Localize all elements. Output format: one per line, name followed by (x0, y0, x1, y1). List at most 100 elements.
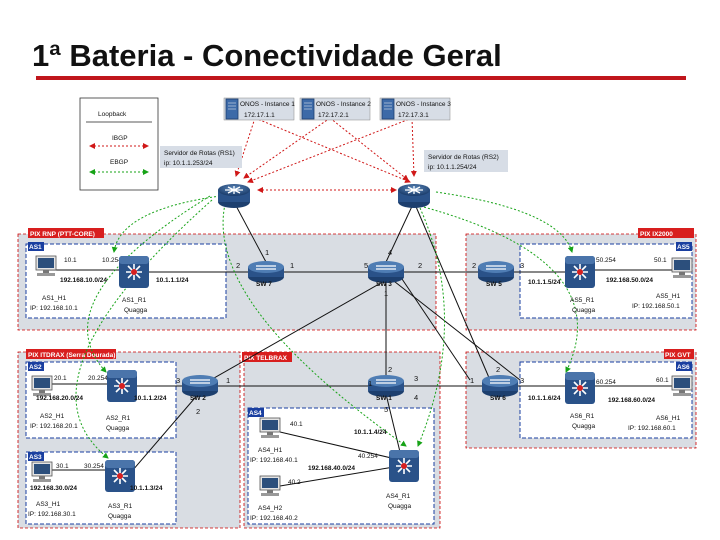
sw3-icon[interactable] (367, 260, 405, 284)
onos-3-server-icon (381, 98, 395, 120)
as3-network: 30.1 30.254 192.168.30.0/24 10.1.1.3/24 … (28, 459, 163, 520)
sw5-icon[interactable] (477, 260, 515, 284)
as2-h1-pc-icon[interactable] (31, 375, 53, 397)
as4-tag: AS4 (249, 410, 262, 417)
onos-1-name: ONOS - Instance 1 (240, 101, 295, 108)
as4-h2-pc-icon[interactable] (259, 475, 281, 497)
as4-h1-pc-icon[interactable] (259, 417, 281, 439)
as4-host1: AS4_H1 (258, 447, 283, 454)
ebgp-sessions (75, 191, 578, 459)
as5-host: AS5_H1 (656, 293, 681, 300)
sw3-label: SW 3 (376, 281, 392, 288)
as3-router: AS3_R1 (108, 503, 133, 510)
as5-gw: 50.254 (596, 257, 616, 264)
as3-gw: 30.254 (84, 463, 104, 470)
onos-2-ip: 172.17.2.1 (318, 112, 349, 119)
as3-net: 192.168.30.0/24 (30, 485, 77, 492)
port-label: 1 (290, 261, 294, 270)
as5-router: AS5_R1 (570, 297, 595, 304)
ixp-label-mid-right: PIX GVT (665, 352, 691, 359)
onos-1-box[interactable] (223, 97, 295, 121)
port-label: 5 (384, 405, 388, 414)
port-label: 4 (388, 248, 392, 257)
as6-router: AS6_R1 (570, 413, 595, 420)
onos-3-name: ONOS - Instance 3 (396, 101, 451, 108)
as4-router-icon[interactable] (388, 449, 420, 483)
as5-network: 10.1.1.5/24 50.254 50.1 192.168.50.0/24 … (528, 255, 693, 314)
sw6-label: SW 6 (490, 395, 506, 402)
as3-tag: AS3 (29, 454, 42, 461)
as5-h1-pc-icon[interactable] (671, 257, 693, 279)
as4-host2-ip: IP: 192.168.40.2 (250, 515, 298, 522)
switches: SW 7 SW 3 SW 5 SW 2 SW 1 SW 6 (181, 260, 519, 402)
as3-host-ip: IP: 192.168.30.1 (28, 511, 76, 518)
as5-soft: Quagga (572, 307, 596, 314)
as5-host-ip: IP: 192.168.50.1 (632, 303, 680, 310)
port-label: 1 (226, 376, 230, 385)
port-label: 2 (196, 407, 200, 416)
as1-host: AS1_H1 (42, 295, 67, 302)
as6-soft: Quagga (572, 423, 596, 430)
sw7-icon[interactable] (247, 260, 285, 284)
as4-net: 192.168.40.0/24 (308, 465, 355, 472)
as1-gw: 10.254 (102, 257, 122, 264)
sw7-label: SW 7 (256, 281, 272, 288)
port-label: 1 (368, 379, 372, 388)
as1-host-ip: IP: 192.168.10.1 (30, 305, 78, 312)
as1-router-icon[interactable] (118, 255, 150, 289)
as1-h1-pc-icon[interactable] (35, 255, 57, 277)
sw2-label: SW 2 (190, 395, 206, 402)
as3-h1-pc-icon[interactable] (31, 461, 53, 483)
port-label: 2 (388, 365, 392, 374)
port-label: 5 (364, 261, 368, 270)
legend: Loopback IBGP EBGP (79, 97, 159, 191)
as2-h1-ip: 20.1 (54, 375, 67, 382)
as6-host: AS6_H1 (656, 415, 681, 422)
as1-tag: AS1 (29, 244, 42, 251)
ibgp-sessions (234, 117, 417, 193)
ixp-label-top-right: PIX IX2000 (640, 231, 673, 238)
ixp-labels: PIX RNP (PTT-CORE) PIX IX2000 PIX ITDRAX… (26, 228, 694, 362)
as3-h1-ip: 30.1 (56, 463, 69, 470)
as2-box (25, 361, 177, 439)
as6-router-icon[interactable] (564, 371, 596, 405)
onos-1-ip: 172.17.1.1 (244, 112, 275, 119)
port-label: 3 (520, 376, 524, 385)
onos-instances: ONOS - Instance 1 172.17.1.1 ONOS - Inst… (223, 97, 451, 121)
as1-net: 192.168.10.0/24 (60, 277, 107, 284)
sw6-icon[interactable] (481, 374, 519, 398)
as6-h1-pc-icon[interactable] (671, 375, 693, 397)
port-label: 2 (418, 261, 422, 270)
sw2-icon[interactable] (181, 374, 219, 398)
as5-h1-ip: 50.1 (654, 257, 667, 264)
as5-router-icon[interactable] (564, 255, 596, 289)
as2-link: 10.1.1.2/24 (134, 395, 167, 402)
as2-router-icon[interactable] (106, 369, 138, 403)
onos-2-name: ONOS - Instance 2 (316, 101, 371, 108)
as2-tag: AS2 (29, 364, 42, 371)
onos-3-box[interactable] (379, 97, 451, 121)
as1-router: AS1_R1 (122, 297, 147, 304)
as2-soft: Quagga (106, 425, 130, 432)
sw1-icon[interactable] (367, 374, 405, 398)
onos-2-box[interactable] (299, 97, 371, 121)
as5-box (519, 243, 693, 319)
port-label: 2 (472, 261, 476, 270)
as4-h2-ip: 40.2 (288, 479, 301, 486)
port-label: 4 (414, 393, 418, 402)
as6-host-ip: IP: 192.168.60.1 (628, 425, 676, 432)
as4-h1-ip: 40.1 (290, 421, 303, 428)
as2-net: 192.168.20.0/24 (36, 395, 83, 402)
rs2-router-icon[interactable] (397, 183, 431, 209)
as1-link: 10.1.1.1/24 (156, 277, 189, 284)
as3-soft: Quagga (108, 513, 132, 520)
as1-soft: Quagga (124, 307, 148, 314)
port-label: 2 (236, 261, 240, 270)
as3-host: AS3_H1 (36, 501, 61, 508)
onos-3-ip: 172.17.3.1 (398, 112, 429, 119)
rs1-router-icon[interactable] (217, 183, 251, 209)
as1-network: 10.1 10.254 192.168.10.0/24 10.1.1.1/24 … (30, 255, 189, 314)
ixp-label-top-left: PIX RNP (PTT-CORE) (30, 231, 95, 238)
as4-link: 10.1.1.4/24 (354, 429, 387, 436)
